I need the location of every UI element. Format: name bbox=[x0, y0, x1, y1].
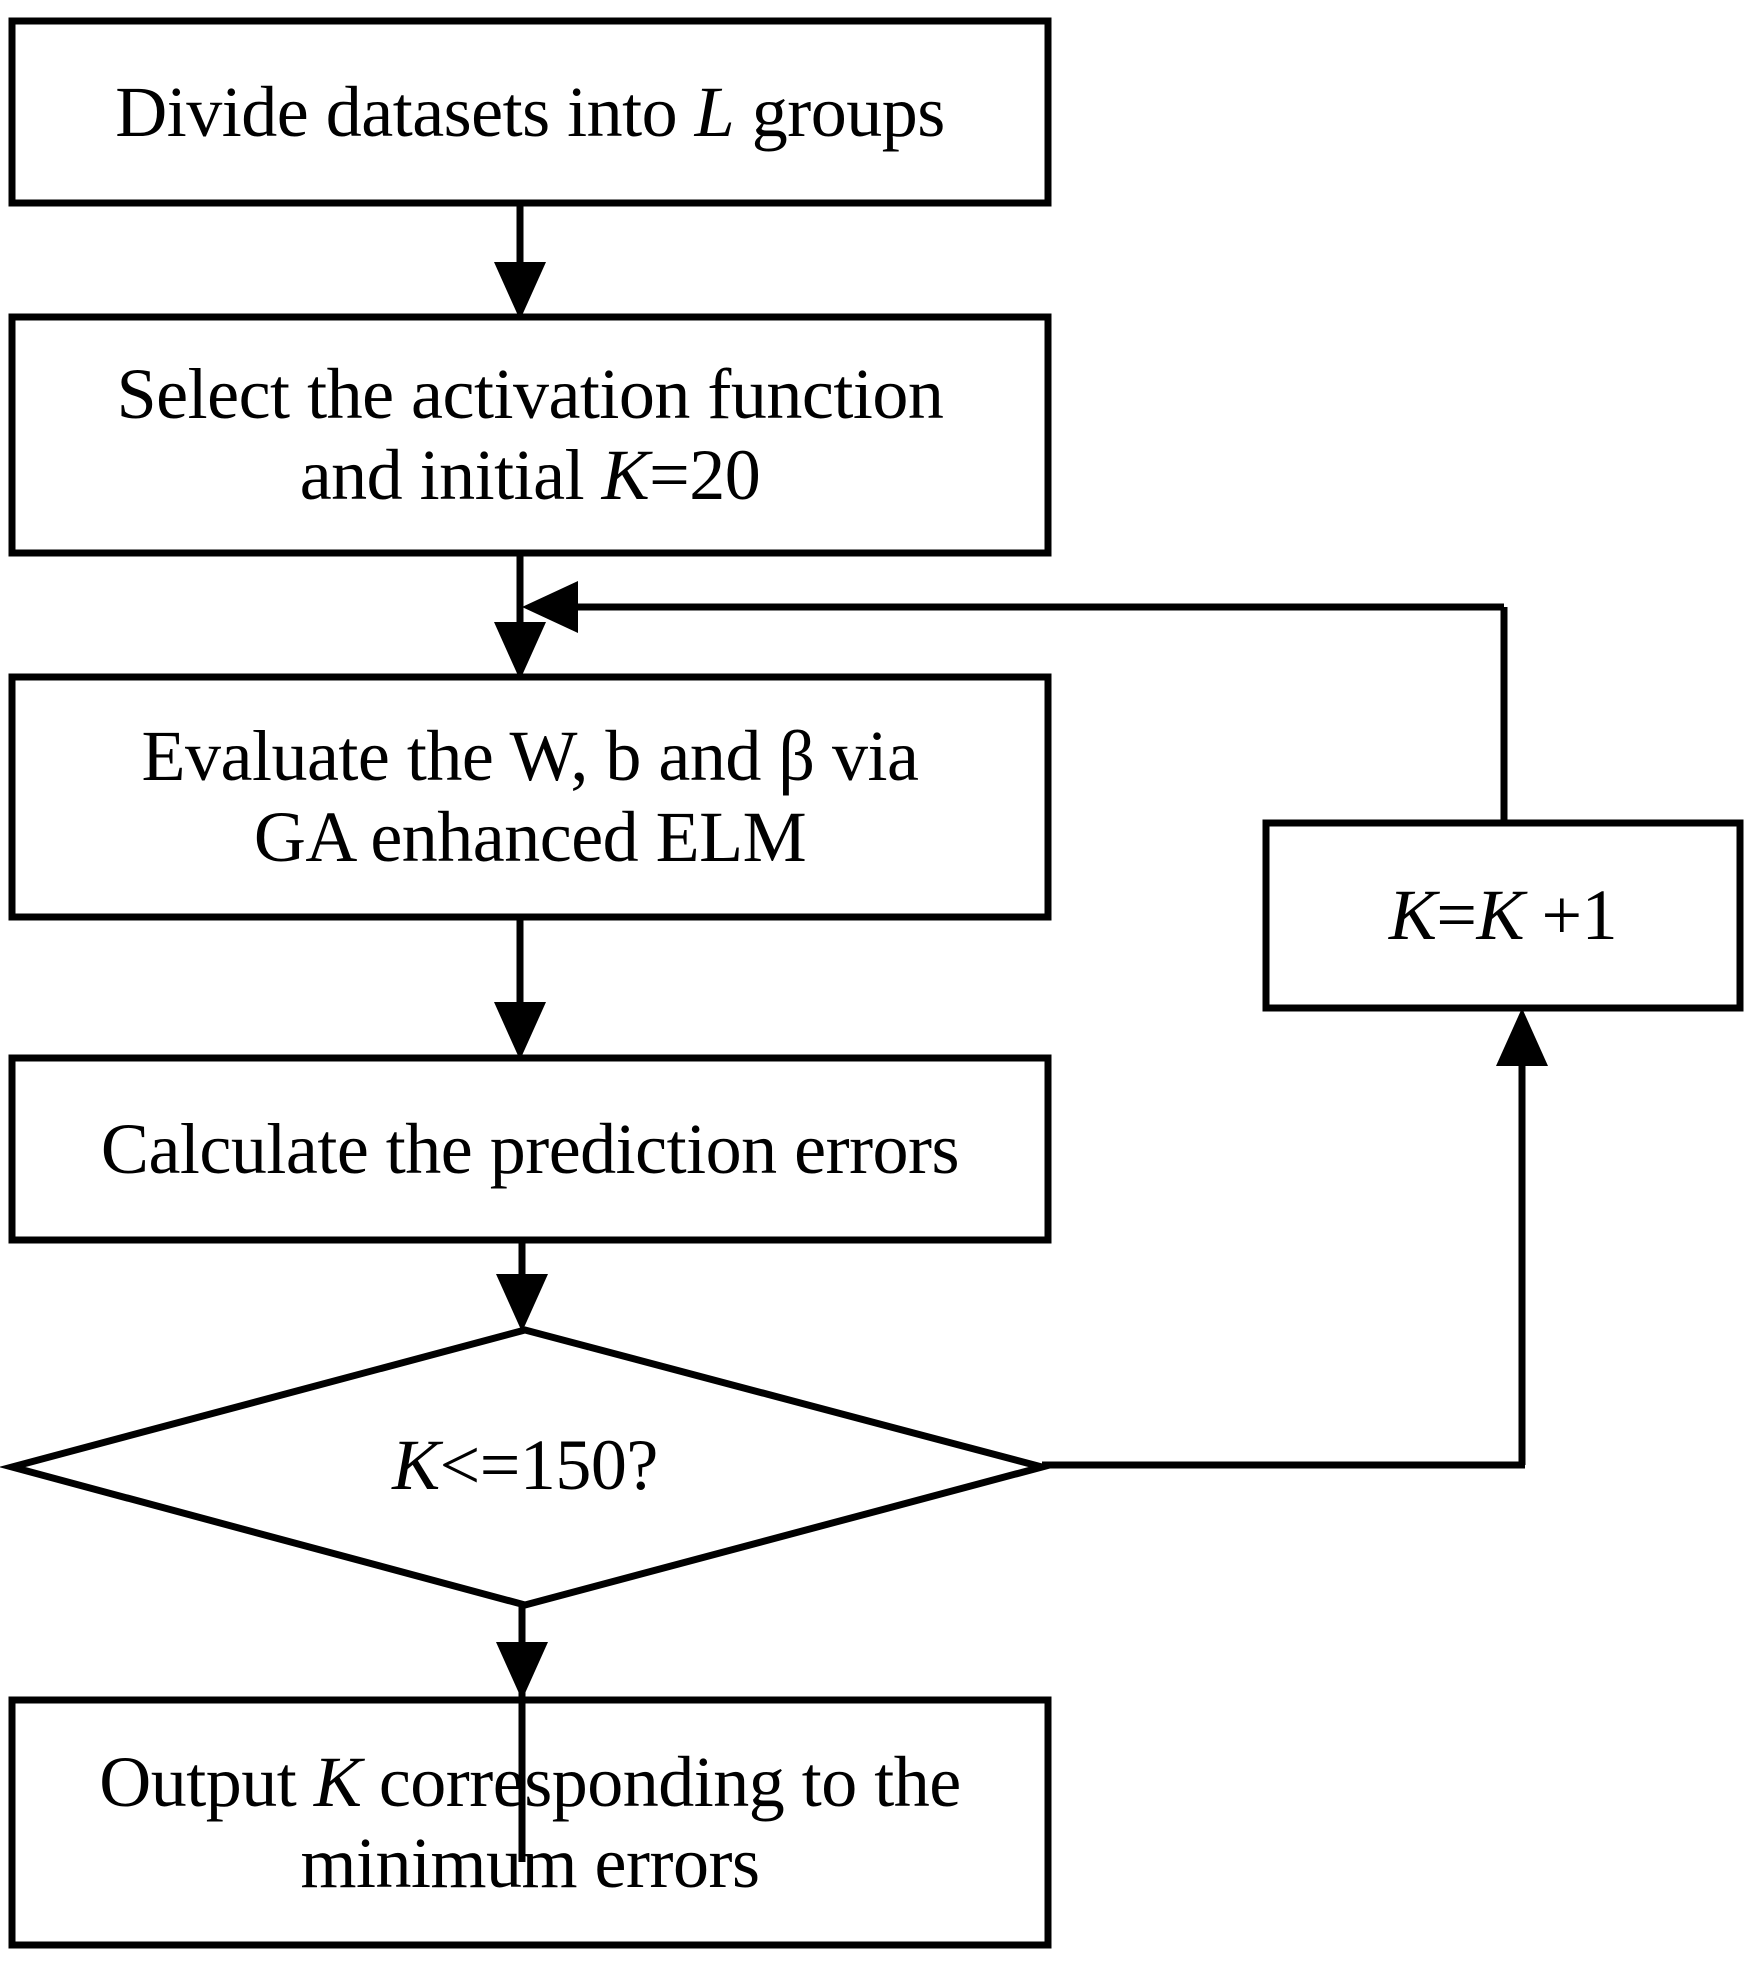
node-divide-datasets[interactable] bbox=[8, 17, 1052, 207]
edge-decision-to-output bbox=[496, 1605, 548, 1862]
node-output-k[interactable] bbox=[8, 1696, 1052, 1949]
node-calculate-prediction-errors[interactable] bbox=[8, 1054, 1052, 1244]
edge-select-to-evaluate bbox=[494, 553, 546, 680]
node-evaluate-parameters[interactable] bbox=[8, 673, 1052, 921]
edge-decision-to-increment bbox=[1042, 1008, 1548, 1469]
node-increment-k[interactable] bbox=[1262, 819, 1744, 1012]
edge-increment-to-evaluate bbox=[522, 581, 1508, 823]
edge-divide-to-select bbox=[494, 203, 546, 320]
edge-calculate-to-decision bbox=[496, 1240, 548, 1332]
edge-evaluate-to-calculate bbox=[494, 917, 546, 1060]
node-decision-k-le-150[interactable] bbox=[0, 1326, 1056, 1609]
node-select-activation-function[interactable] bbox=[8, 313, 1052, 557]
